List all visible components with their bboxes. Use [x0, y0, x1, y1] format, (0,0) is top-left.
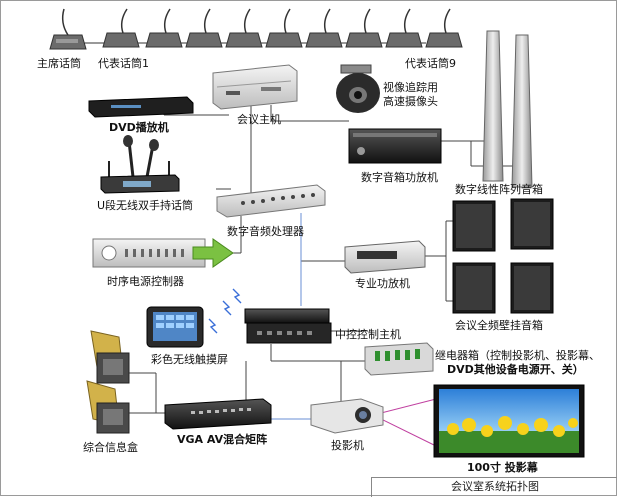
central-control-icon	[244, 308, 332, 344]
relay-box-label-line1: 继电器箱（控制投影机、投影幕、	[435, 349, 600, 362]
delegate-mic-icon	[185, 8, 223, 48]
delegate-mic-icon	[345, 8, 383, 48]
magenta-lines	[380, 398, 437, 447]
wireless-signal-icon	[208, 288, 242, 334]
sequencer-power-icon	[92, 238, 206, 268]
sequencer-power-label: 时序电源控制器	[107, 275, 184, 288]
delegate-mic-icon	[265, 8, 303, 48]
delegate-mic-9-label: 代表话筒9	[405, 57, 456, 70]
projector-icon	[310, 398, 384, 434]
chairman-mic-label: 主席话筒	[37, 57, 81, 70]
audio-processor-label: 数字音频处理器	[227, 225, 304, 238]
info-box-label: 综合信息盒	[83, 441, 138, 454]
digital-speaker-amp-icon	[348, 128, 442, 164]
delegate-mic-icon	[225, 8, 263, 48]
wall-speakers-label: 会议全频壁挂音箱	[455, 319, 543, 332]
delegate-mic-icon	[102, 8, 140, 48]
delegate-mic-icon	[305, 8, 343, 48]
relay-box-label-line2: DVD其他设备电源开、关）	[447, 363, 584, 376]
touchscreen-icon	[146, 306, 204, 348]
conference-host-label: 会议主机	[237, 113, 281, 126]
info-box-icon	[86, 330, 130, 434]
arrow-right-icon	[192, 238, 234, 268]
digital-speaker-amp-label: 数字音箱功放机	[361, 171, 438, 184]
audio-processor-icon	[216, 184, 326, 218]
projection-screen-label: 100寸 投影幕	[467, 461, 538, 474]
pro-amplifier-icon	[344, 240, 426, 274]
wall-speaker-icon	[452, 198, 554, 314]
diagram-caption: 会议室系统拓扑图	[371, 477, 617, 497]
projection-screen-icon	[433, 384, 585, 458]
relay-box-icon	[364, 342, 434, 376]
delegate-mic-1-label: 代表话筒1	[98, 57, 149, 70]
line-array-label: 数字线性阵列音箱	[455, 183, 543, 196]
tracking-camera-label-line2: 高速摄像头	[383, 95, 438, 108]
av-matrix-icon	[164, 398, 272, 430]
delegate-mic-icon	[425, 8, 463, 48]
conference-host-icon	[212, 64, 298, 110]
touchscreen-label: 彩色无线触摸屏	[151, 353, 228, 366]
chairman-mic-icon	[49, 8, 87, 50]
av-matrix-label: VGA AV混合矩阵	[177, 433, 268, 446]
microphone-row	[49, 8, 463, 50]
video-lines	[271, 213, 311, 420]
central-control-label: 中控控制主机	[335, 328, 401, 341]
line-array-speaker-icon	[482, 30, 533, 188]
wireless-mic-label: U段无线双手持话筒	[97, 199, 194, 212]
pro-amplifier-label: 专业功放机	[355, 277, 410, 290]
wireless-mic-receiver-icon	[100, 135, 180, 194]
tracking-camera-icon	[336, 64, 380, 113]
tracking-camera-label-line1: 视像追踪用	[383, 81, 438, 94]
delegate-mic-icon	[145, 8, 183, 48]
delegate-mic-icon	[385, 8, 423, 48]
projector-label: 投影机	[331, 439, 364, 452]
dvd-player-icon	[88, 96, 194, 118]
dvd-player-label: DVD播放机	[109, 121, 169, 134]
